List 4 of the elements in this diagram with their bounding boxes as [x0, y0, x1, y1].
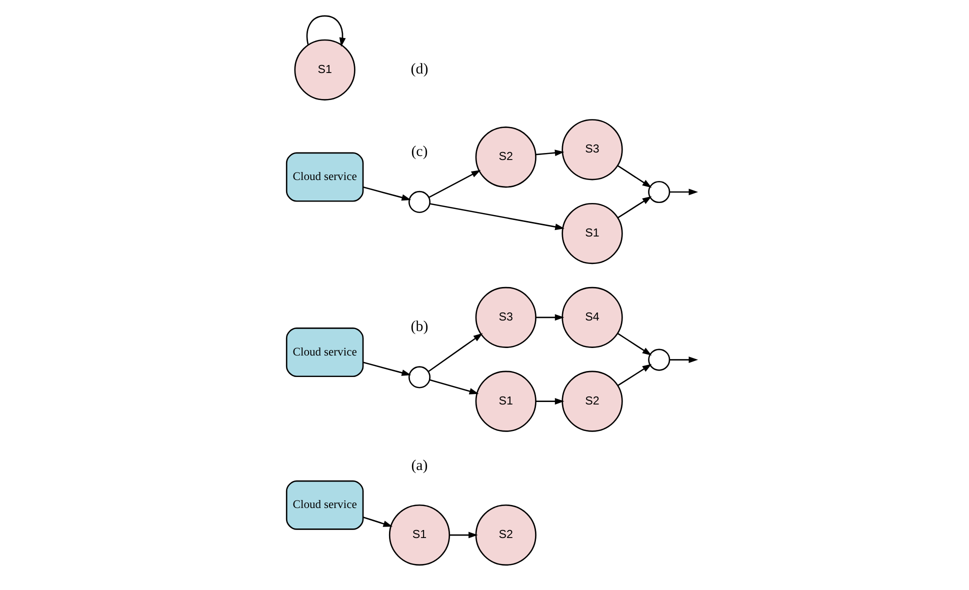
label: (a) — [410, 458, 428, 474]
label: (b) — [410, 319, 428, 336]
label: (c) — [410, 144, 428, 160]
label: (d) — [410, 62, 428, 78]
